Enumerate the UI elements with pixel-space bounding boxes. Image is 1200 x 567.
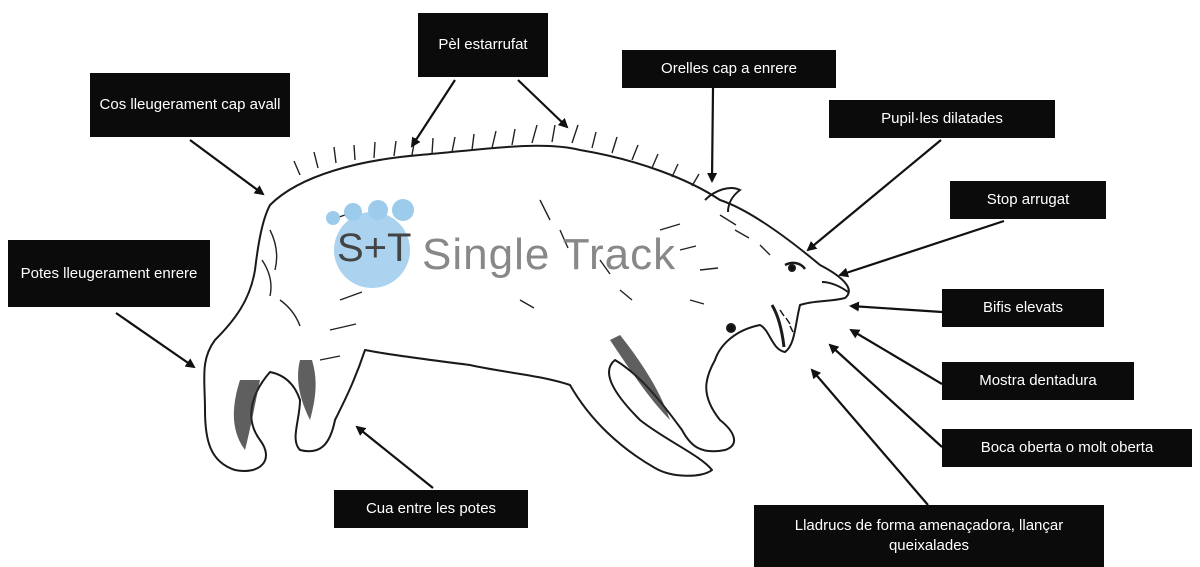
arrow-cua (355, 425, 434, 489)
label-potes-enrere: Potes lleugerament enrere (8, 240, 210, 307)
arrow-lladrucs (810, 368, 929, 506)
label-orelles-enrere: Orelles cap a enrere (622, 50, 836, 88)
arrow-pel-left (410, 79, 456, 148)
arrow-mostra (849, 328, 943, 385)
watermark-brand: Single Track (422, 230, 677, 279)
arrow-potes (115, 312, 196, 369)
arrow-pupiles (806, 139, 942, 252)
label-boca-oberta: Boca oberta o molt oberta (942, 429, 1192, 467)
label-stop-arrugat: Stop arrugat (950, 181, 1106, 219)
arrow-boca (828, 343, 943, 448)
single-track-logo (326, 199, 414, 288)
watermark-logo-text: S+T (337, 226, 412, 270)
dog-body (203, 144, 850, 477)
arrow-bifis (849, 301, 943, 314)
dog-head (704, 187, 849, 348)
arrow-stop (838, 219, 1005, 278)
arrow-cos (189, 139, 265, 196)
arrows (115, 79, 1005, 506)
arrow-orelles (707, 87, 718, 183)
label-pupiles-dilatades: Pupil·les dilatades (829, 100, 1055, 138)
arrow-pel-right (517, 79, 569, 129)
leg-shading (233, 335, 670, 450)
label-bifis-elevats: Bifis elevats (942, 289, 1104, 327)
label-pel-estarrufat: Pèl estarrufat (418, 13, 548, 77)
label-cua-entre-potes: Cua entre les potes (334, 490, 528, 528)
label-cos-cap-avall: Cos lleugerament cap avall (90, 73, 290, 137)
label-lladrucs: Lladrucs de forma amenaçadora, llançar q… (754, 505, 1104, 567)
label-mostra-dentadura: Mostra dentadura (942, 362, 1134, 400)
